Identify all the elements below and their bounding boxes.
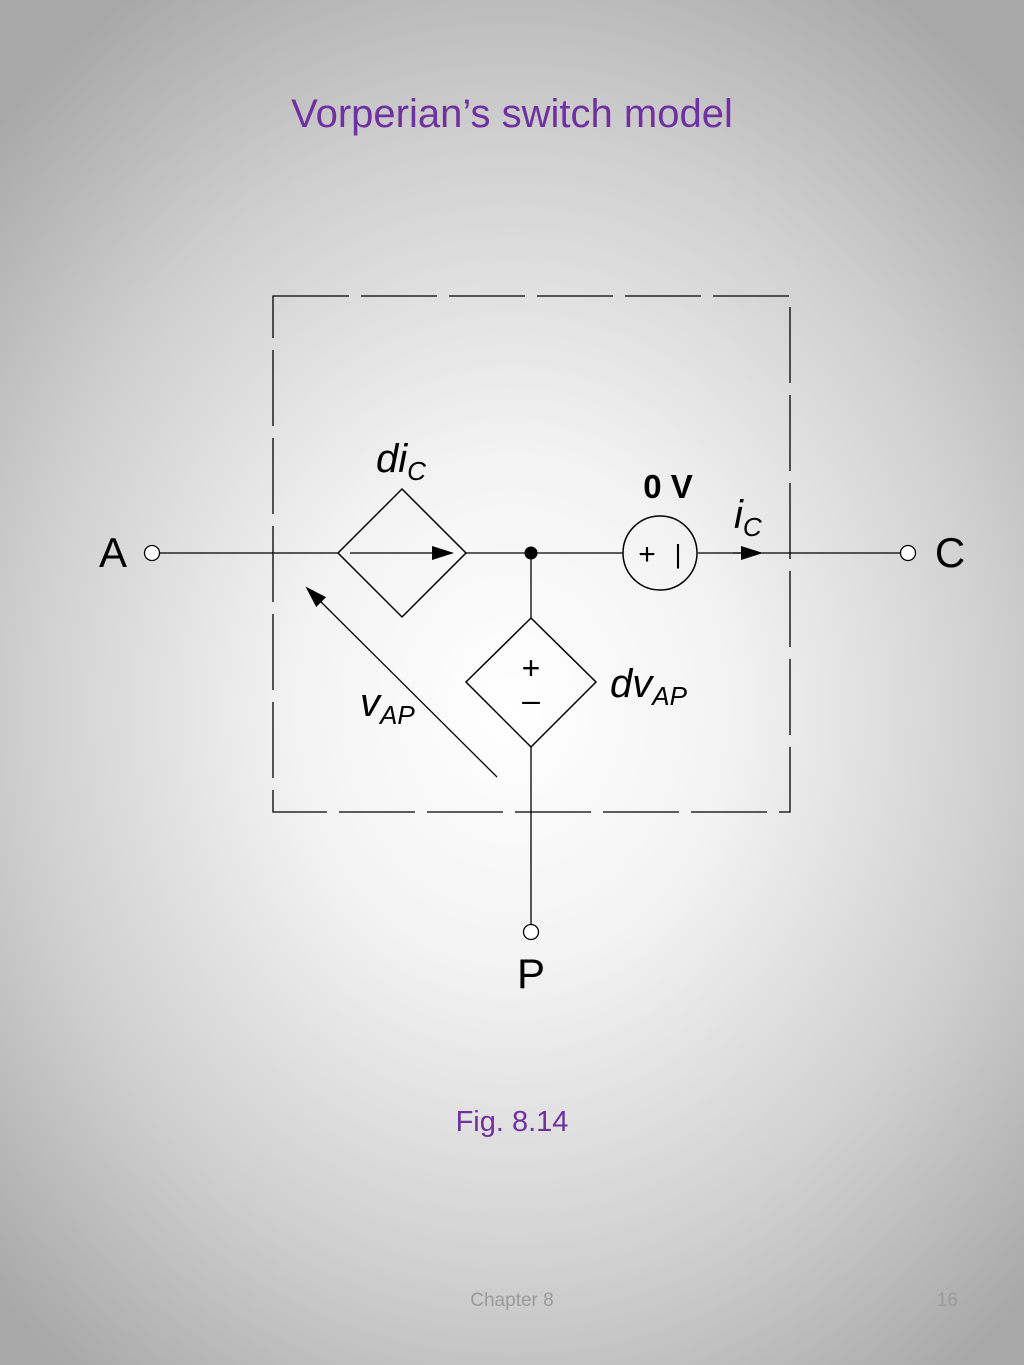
figure-caption: Fig. 8.14 bbox=[455, 1106, 569, 1138]
terminal-a-label: A bbox=[99, 529, 127, 576]
dep-source-minus: – bbox=[522, 682, 540, 718]
dependent-current-source bbox=[336, 487, 468, 619]
voltage-source-value: 0 V bbox=[643, 468, 693, 505]
zero-volt-source: + | bbox=[622, 515, 698, 591]
junction-node bbox=[524, 546, 538, 560]
slide-title: Vorperian’s switch model bbox=[291, 92, 733, 136]
voltage-vap-label: vAP bbox=[360, 681, 415, 730]
dep-source-plus: + bbox=[522, 650, 541, 686]
terminal-p-label: P bbox=[517, 950, 545, 997]
current-ic-label: iC bbox=[734, 493, 762, 542]
terminal-a-node bbox=[143, 544, 161, 562]
voltage-source-minus: | bbox=[675, 539, 682, 569]
voltage-source-plus: + bbox=[638, 538, 656, 571]
dependent-voltage-source: + – bbox=[464, 616, 598, 749]
terminal-c-node bbox=[899, 544, 917, 562]
terminal-p-node bbox=[522, 923, 540, 941]
slide-footer: Chapter 8 bbox=[470, 1290, 554, 1311]
dep-voltage-source-label: dvAP bbox=[610, 662, 688, 711]
voltage-vap-arrow bbox=[305, 586, 498, 778]
terminal-c-label: C bbox=[935, 529, 965, 576]
current-source-label: diC bbox=[376, 437, 426, 486]
circuit-wires bbox=[160, 552, 900, 924]
slide-page-number: 16 bbox=[936, 1290, 958, 1311]
